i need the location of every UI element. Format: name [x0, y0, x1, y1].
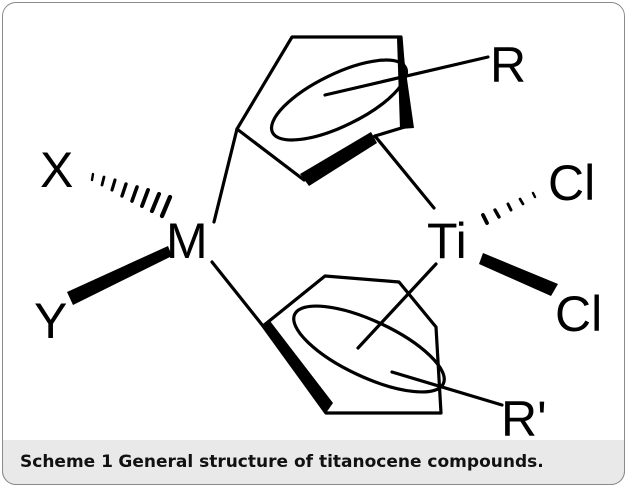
caption-text: General structure of titanocene compound… — [118, 452, 544, 472]
bond-m-upper-cp — [212, 127, 239, 224]
bond-lower-cp-ti — [356, 262, 438, 350]
atom-r: R — [490, 37, 526, 93]
upper-cp-ring — [235, 35, 410, 182]
atom-cl-bottom: Cl — [555, 286, 602, 342]
atom-r-prime: R' — [501, 391, 547, 440]
atom-cl-top: Cl — [548, 155, 595, 211]
caption-bar — [2, 440, 625, 485]
wedge-bond-m-y — [67, 246, 172, 305]
upper-cp-inner-circle — [269, 58, 409, 142]
hashed-bond-ti-cl-top — [481, 191, 537, 225]
bond-m-lower-cp — [210, 260, 265, 328]
wedge-upper-ring-bottom — [300, 132, 377, 186]
hashed-bond-m-x — [90, 172, 173, 219]
chemical-structure: X Y M Ti R R' Cl Cl — [34, 35, 602, 440]
wedge-bond-ti-cl-bottom — [479, 253, 558, 296]
wedge-lower-ring-edge — [263, 321, 333, 413]
figure-caption: Scheme 1 General structure of titanocene… — [20, 452, 544, 472]
bond-lower-cp-r-prime — [390, 370, 504, 407]
atom-y: Y — [34, 293, 67, 349]
atom-ti: Ti — [427, 213, 467, 269]
bond-upper-cp-ti — [373, 134, 436, 210]
atom-x: X — [40, 142, 73, 198]
wedge-upper-ring-edge — [397, 37, 414, 129]
atom-m: M — [166, 213, 208, 269]
caption-label: Scheme 1 — [20, 452, 113, 472]
